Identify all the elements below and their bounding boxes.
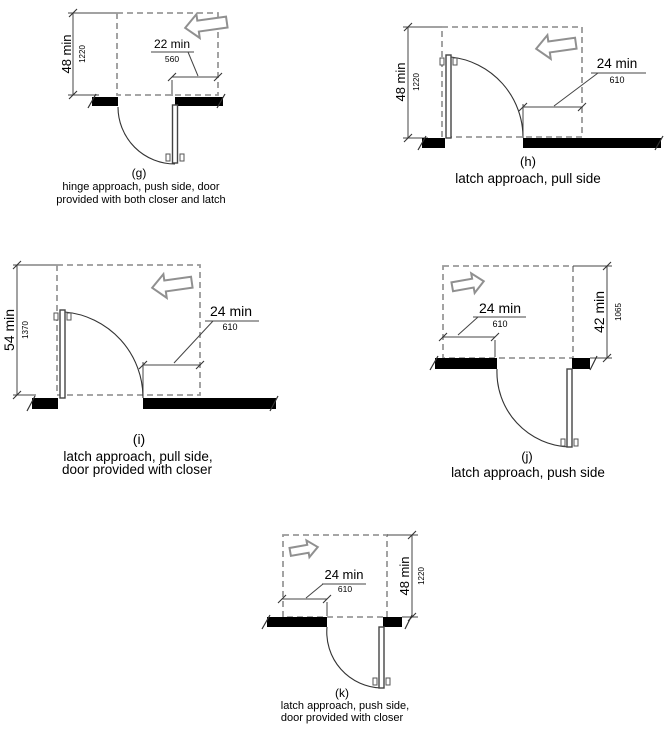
horizontal-dimension-label: 24 min [324,567,363,582]
horizontal-dimension: 24 min 610 [438,300,526,357]
door-leaf [171,104,179,164]
figure-letter: (i) [133,431,145,447]
vertical-dimension-metric: 1065 [614,303,623,321]
horizontal-dimension-metric: 610 [609,75,624,85]
wall [87,93,226,109]
door-latch-hardware-icon [573,438,579,447]
vertical-dimension-metric: 1370 [21,321,30,339]
approach-direction-arrow-icon [183,11,229,41]
caption: (k) latch approach, push side, door prov… [281,686,409,724]
figure-letter: (h) [520,154,536,169]
door-leaf [378,626,385,689]
vertical-dimension-label: 54 min [1,309,17,351]
door [326,626,391,689]
caption-line: provided with both closer and latch [56,194,225,206]
wall [26,395,279,412]
door-latch-hardware-icon [439,57,445,66]
horizontal-dimension: 22 min 560 [151,37,223,96]
door-swing-arc [64,311,144,399]
figure-g: 48 min 1220 22 min 560 [56,8,229,206]
maneuvering-clearance-area [442,265,574,359]
door-swing-arc [326,626,382,689]
caption-line: latch approach, pull side [455,171,601,186]
maneuvering-clearance-area [282,534,388,618]
horizontal-dimension: 24 min 610 [518,56,646,137]
wall [429,355,598,371]
figure-letter: (k) [335,686,349,700]
caption: (g) hinge approach, push side, door prov… [56,166,225,206]
door-latch-hardware-icon [560,438,566,447]
door [117,104,185,165]
caption: (i) latch approach, pull side, door prov… [62,431,213,477]
door [496,368,579,448]
vertical-dimension-label: 48 min [59,34,74,73]
vertical-dimension-label: 48 min [397,556,412,595]
vertical-dimension: 48 min 1220 [393,22,442,143]
door-latch-hardware-icon [165,153,171,162]
horizontal-dimension-label: 24 min [597,56,638,71]
vertical-dimension-metric: 1220 [78,45,87,63]
caption-line: latch approach, pull side, [63,449,212,464]
wall [417,135,664,151]
approach-direction-arrow-icon [450,271,486,296]
vertical-dimension-metric: 1220 [417,567,426,585]
horizontal-dimension-metric: 610 [338,584,352,594]
maneuvering-clearance-area [441,26,583,138]
horizontal-dimension-label: 24 min [210,303,252,319]
caption-line: hinge approach, push side, door [62,181,220,193]
figure-letter: (g) [132,166,147,180]
vertical-dimension-label: 48 min [393,62,408,101]
approach-direction-arrow-icon [534,32,578,61]
door-latch-hardware-icon [179,153,185,162]
caption-line: latch approach, push side, [281,700,409,712]
horizontal-dimension-label: 22 min [154,37,190,51]
horizontal-dimension: 24 min 610 [138,303,259,397]
figure-j: 42 min 1065 24 min 610 [429,261,623,480]
horizontal-dimension: 24 min 610 [277,567,366,616]
caption-line: door provided with closer [62,462,213,477]
door-leaf [445,54,452,139]
vertical-dimension-label: 42 min [591,291,607,333]
maneuvering-clearance-area [116,12,219,96]
door-latch-hardware-icon [452,57,458,66]
caption-line: door provided with closer [281,712,404,724]
caption: (j) latch approach, push side [451,449,605,480]
vertical-dimension-metric: 1220 [412,73,421,91]
door-latch-hardware-icon [372,677,378,686]
figure-letter: (j) [521,449,533,464]
approach-direction-arrow-icon [288,538,320,560]
wall [261,614,413,630]
door-leaf [566,368,573,448]
door-latch-hardware-icon [53,312,59,321]
caption-line: latch approach, push side [451,465,605,480]
door-swing-arc [117,106,176,165]
maneuvering-clearance-area [56,264,201,396]
door-swing-arc [496,368,570,448]
door-latch-hardware-icon [66,312,72,321]
vertical-dimension: 42 min 1065 [573,261,623,363]
horizontal-dimension-metric: 610 [492,319,507,329]
horizontal-dimension-metric: 610 [222,322,237,332]
door-latch-hardware-icon [385,677,391,686]
door [439,54,524,139]
vertical-dimension: 48 min 1220 [387,530,426,622]
door-swing-arc [450,56,524,139]
caption: (h) latch approach, pull side [455,154,601,186]
figure-h: 48 min 1220 24 min 610 [393,22,664,186]
vertical-dimension: 48 min 1220 [59,8,117,100]
figure-i: 54 min 1370 24 min 610 [1,260,279,477]
horizontal-dimension-metric: 560 [165,54,179,64]
door [53,309,144,399]
figure-k: 48 min 1220 24 min 610 [261,530,426,724]
door-leaf [59,309,66,399]
vertical-dimension: 54 min 1370 [1,260,57,400]
approach-direction-arrow-icon [150,271,194,300]
horizontal-dimension-label: 24 min [479,300,521,316]
